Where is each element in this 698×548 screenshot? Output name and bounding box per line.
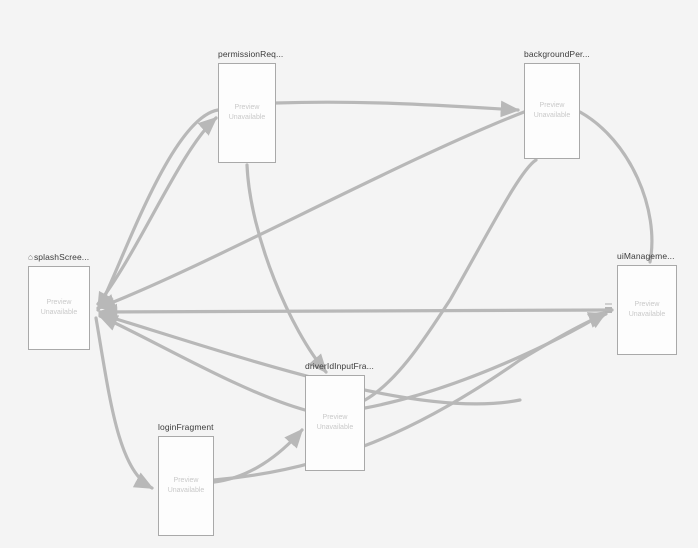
destination-label-ui-management: uiManageme... [617, 251, 675, 262]
preview-unavailable-text: Preview Unavailable [40, 299, 78, 316]
destination-card-ui-management[interactable]: uiManageme... Preview Unavailable [605, 251, 677, 355]
destination-label-splash-screen: ⌂splashScree... [28, 252, 89, 263]
destination-label-text: permissionReq... [218, 49, 284, 59]
preview-unavailable-text: Preview Unavailable [628, 301, 666, 318]
destination-preview-frame: Preview Unavailable [158, 436, 214, 536]
edge-background-to-splash [96, 110, 526, 310]
destination-label-text: driverIdInputFra... [305, 361, 374, 371]
edge-login-to-driverid [212, 428, 304, 484]
incoming-actions-badge-icon [604, 303, 613, 314]
destination-label-permission-request: permissionReq... [218, 49, 283, 60]
preview-unavailable-text: Preview Unavailable [167, 477, 205, 494]
edge-permission-to-splash [96, 108, 220, 312]
preview-unavailable-text: Preview Unavailable [316, 414, 354, 431]
destination-label-text: backgroundPer... [524, 49, 590, 59]
edge-permission-to-driverid [245, 163, 328, 374]
edge-splash-to-login [94, 316, 154, 490]
edge-driverid-secondary [363, 158, 538, 402]
start-destination-icon: ⌂ [28, 252, 33, 262]
destination-card-background-permission[interactable]: backgroundPer... Preview Unavailable [524, 49, 590, 159]
destination-card-login-fragment[interactable]: loginFragment Preview Unavailable [158, 422, 214, 536]
edge-permission-to-background [274, 100, 520, 118]
destination-label-login-fragment: loginFragment [158, 422, 214, 433]
edge-driverid-to-ui [363, 310, 608, 410]
destination-label-text: uiManageme... [617, 251, 675, 261]
preview-unavailable-text: Preview Unavailable [228, 104, 266, 121]
destination-preview-frame: Preview Unavailable [28, 266, 90, 350]
edge-splash-to-permission [96, 116, 218, 306]
edge-driverid-to-splash [98, 314, 307, 412]
destination-preview-frame: Preview Unavailable [305, 375, 365, 471]
destination-preview-frame: Preview Unavailable [524, 63, 580, 159]
destination-preview-frame: Preview Unavailable [617, 265, 677, 355]
destination-card-splash-screen[interactable]: ⌂splashScree... Preview Unavailable [28, 252, 90, 350]
preview-unavailable-text: Preview Unavailable [533, 102, 571, 119]
destination-label-background-permission: backgroundPer... [524, 49, 590, 60]
destination-label-driver-id-input-fragment: driverIdInputFra... [305, 361, 374, 372]
destination-card-driver-id-input-fragment[interactable]: driverIdInputFra... Preview Unavailable [305, 361, 374, 471]
destination-preview-frame: Preview Unavailable [218, 63, 276, 163]
edge-ui-to-splash [98, 303, 614, 321]
edge-login-to-ui [212, 312, 608, 482]
destination-label-text: loginFragment [158, 422, 214, 432]
destination-label-text: splashScree... [33, 252, 90, 262]
destination-card-permission-request[interactable]: permissionReq... Preview Unavailable [218, 49, 283, 163]
edge-background-to-ui [578, 110, 654, 264]
